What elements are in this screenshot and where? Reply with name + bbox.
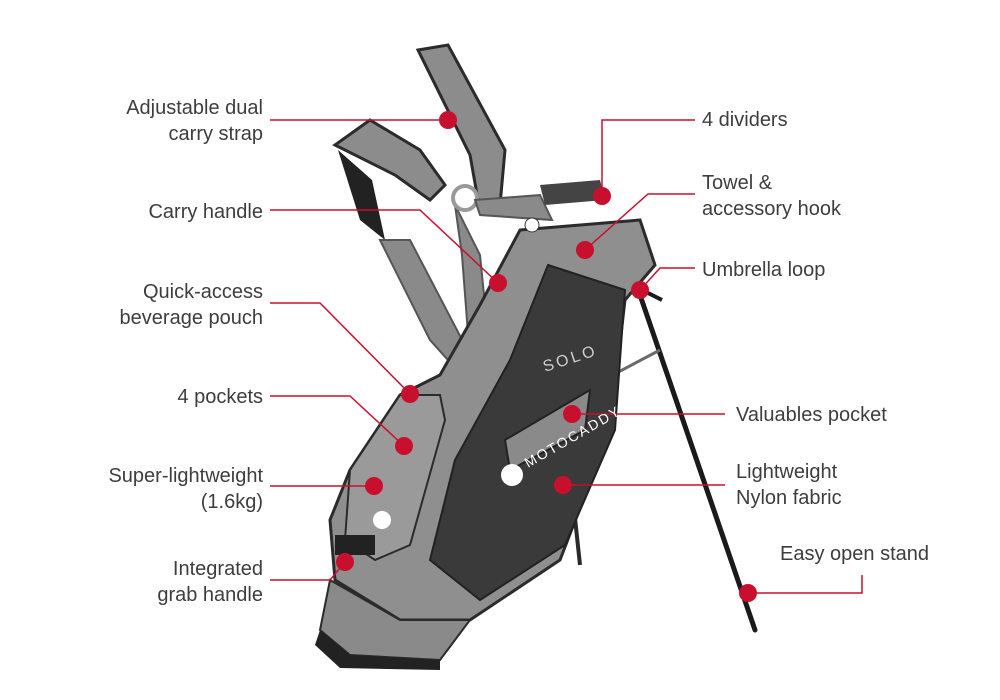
- callout-weight-line1: Super-lightweight: [108, 465, 263, 487]
- callout-stand-line1: Easy open stand: [780, 543, 929, 565]
- callout-handle: Carry handle: [148, 199, 263, 225]
- callout-fabric-line1: Lightweight: [736, 461, 838, 483]
- marker-dividers: [593, 187, 611, 205]
- callout-towel: Towel & accessory hook: [702, 170, 841, 222]
- callout-weight: Super-lightweight (1.6kg): [108, 463, 263, 515]
- callout-strap: Adjustable dual carry strap: [126, 95, 263, 147]
- callout-stand: Easy open stand: [780, 541, 929, 567]
- callout-dividers-line1: 4 dividers: [702, 109, 788, 131]
- marker-stand: [739, 584, 757, 602]
- callout-weight-line2: (1.6kg): [200, 491, 263, 513]
- callout-strap-line2: carry strap: [168, 123, 263, 145]
- callout-markers: [336, 111, 757, 602]
- callout-grab: Integrated grab handle: [157, 556, 263, 608]
- callout-pockets: 4 pockets: [177, 384, 263, 410]
- callout-handle-line1: Carry handle: [148, 201, 263, 223]
- callout-pockets-line1: 4 pockets: [177, 386, 263, 408]
- marker-umbrella: [631, 281, 649, 299]
- callout-dividers: 4 dividers: [702, 107, 788, 133]
- marker-beverage: [401, 385, 419, 403]
- bag-body: [315, 180, 657, 670]
- marker-pockets: [395, 437, 413, 455]
- callout-beverage-line2: beverage pouch: [119, 307, 263, 329]
- marker-strap: [439, 111, 457, 129]
- callout-umbrella-line1: Umbrella loop: [702, 259, 826, 281]
- callout-umbrella: Umbrella loop: [702, 257, 825, 283]
- marker-weight: [365, 477, 383, 495]
- callout-strap-line1: Adjustable dual: [126, 97, 263, 119]
- callout-lines: [270, 119, 863, 594]
- callout-beverage: Quick-access beverage pouch: [120, 279, 263, 331]
- marker-handle: [489, 274, 507, 292]
- callout-fabric-line2: Nylon fabric: [736, 487, 842, 509]
- marker-grab: [336, 553, 354, 571]
- callout-towel-line2: accessory hook: [702, 198, 841, 220]
- callout-fabric: Lightweight Nylon fabric: [736, 459, 842, 511]
- marker-fabric: [554, 476, 572, 494]
- marker-valuables: [563, 405, 581, 423]
- callout-grab-line2: grab handle: [157, 584, 263, 606]
- callout-towel-line1: Towel &: [702, 172, 773, 194]
- marker-towel: [576, 241, 594, 259]
- callout-beverage-line1: Quick-access: [142, 281, 263, 303]
- callout-valuables-line1: Valuables pocket: [736, 404, 887, 426]
- callout-valuables: Valuables pocket: [736, 402, 887, 428]
- callout-grab-line1: Integrated: [172, 558, 263, 580]
